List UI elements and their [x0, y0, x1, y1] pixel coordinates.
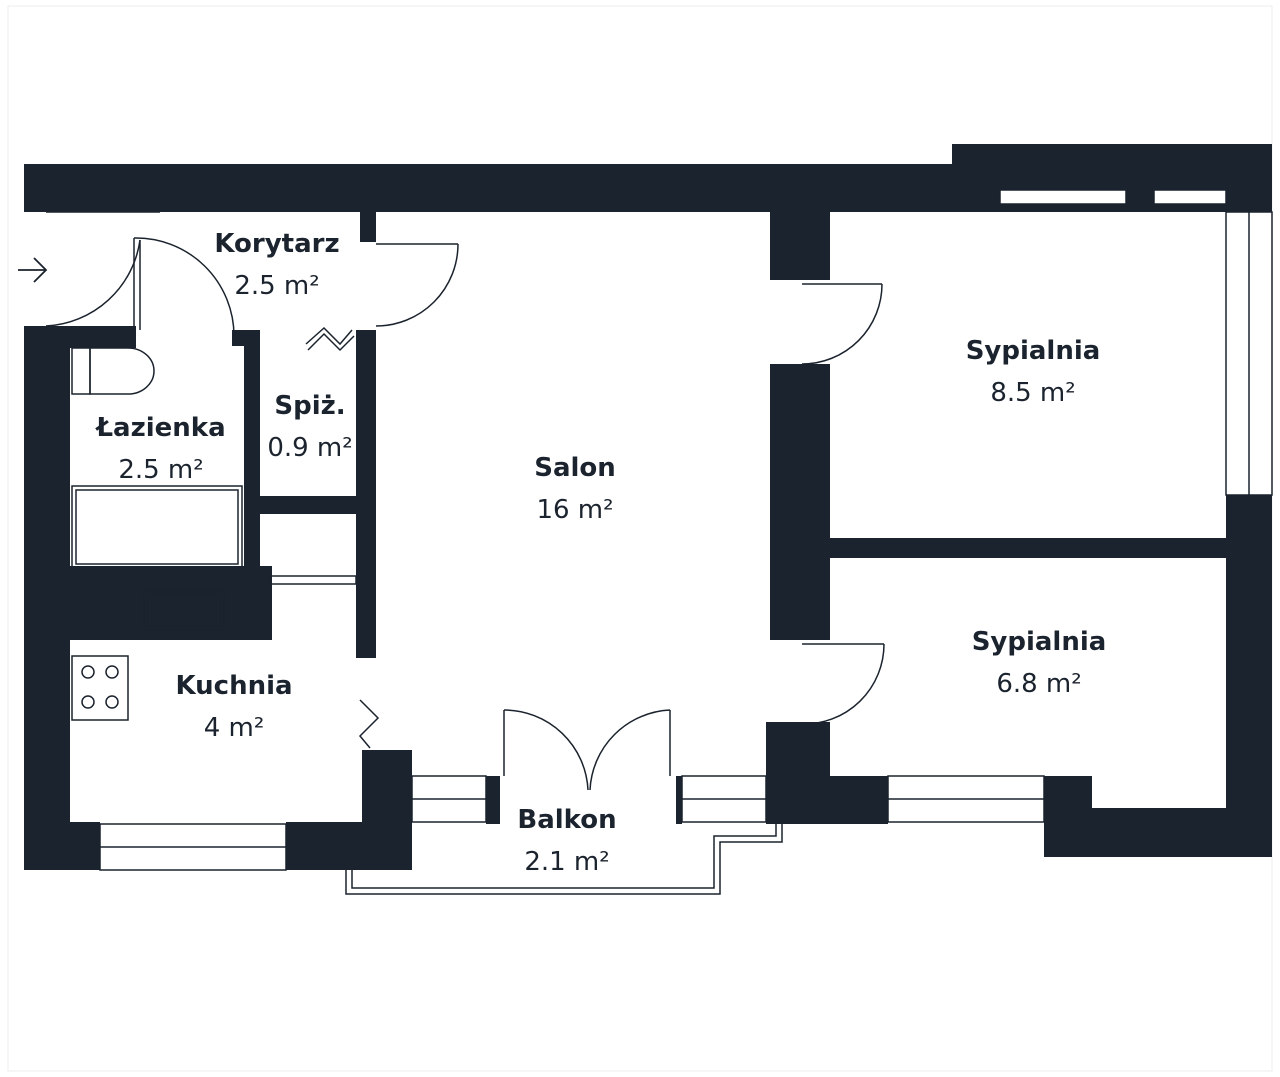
balcony-door-right-swing: [589, 709, 671, 791]
room-name-salon: Salon: [534, 453, 616, 483]
room-area-salon: 16 m²: [536, 495, 613, 525]
wall-salon-right-top: [770, 200, 830, 280]
stove: [71, 655, 129, 721]
wall-left-top: [24, 326, 136, 348]
bathtub: [71, 485, 243, 569]
room-name-kuchnia: Kuchnia: [175, 671, 292, 701]
wall-balcony-right-stub: [676, 776, 682, 824]
wall-balcony-left-pier: [486, 776, 500, 824]
room-area-sypialnia-2: 6.8 m²: [996, 669, 1081, 699]
wall-spiz-bottom: [244, 496, 364, 514]
kitchen-folding-door: [358, 699, 380, 749]
room-area-balkon: 2.1 m²: [524, 847, 609, 877]
wall-lazienka-right: [244, 330, 260, 584]
fixtures: [71, 347, 243, 721]
balcony-door-left-swing: [503, 709, 589, 791]
balcony-outline: [345, 824, 783, 895]
room-name-sypialnia-2: Sypialnia: [972, 627, 1107, 657]
room-name-spiz: Spiż.: [274, 391, 345, 421]
sliding-door: [269, 575, 357, 585]
window-bedroom1-top-b: [1153, 189, 1227, 205]
wall-right: [1226, 495, 1272, 857]
wall-bedroom-bottom-right: [1044, 776, 1092, 824]
kitchen-sink: [143, 589, 225, 631]
pantry-folding-door: [305, 326, 353, 346]
kitchen-sink-inner: [147, 593, 221, 627]
wall-balcony-left-stub: [398, 776, 412, 824]
burner: [105, 695, 119, 709]
burner: [81, 695, 95, 709]
windows: [99, 189, 1273, 871]
bathroom-door-swing: [133, 237, 235, 337]
room-name-korytarz: Korytarz: [214, 229, 339, 259]
room-area-lazienka: 2.5 m²: [118, 455, 203, 485]
room-area-sypialnia-1: 8.5 m²: [990, 378, 1075, 408]
room-name-balkon: Balkon: [517, 805, 616, 835]
wall-kitchen-bottom-left: [24, 822, 100, 870]
toilet-tank: [71, 347, 91, 395]
wall-window-mullion: [1126, 196, 1154, 212]
toilet-bowl: [89, 347, 155, 395]
doors: [45, 211, 885, 791]
bedroom2-door-swing: [801, 643, 885, 725]
bedroom1-door-swing: [801, 283, 883, 365]
burner: [105, 665, 119, 679]
wall-korytarz-stub: [360, 212, 376, 242]
wall-spiz-right: [356, 330, 376, 658]
room-area-spiz: 0.9 m²: [267, 433, 352, 463]
room-labels: Korytarz 2.5 m² Łazienka 2.5 m² Spiż. 0.…: [94, 229, 1106, 877]
salon-door-swing: [375, 243, 459, 327]
window-bedroom1-top-a: [999, 189, 1127, 205]
wall-bedrooms-divider: [830, 538, 1226, 558]
entrance-door-swing: [45, 239, 141, 327]
arrow-right-icon: [18, 257, 48, 283]
burner: [81, 665, 95, 679]
wall-bedroom-bottom: [766, 776, 888, 824]
walls: [24, 144, 1272, 870]
room-area-kuchnia: 4 m²: [204, 713, 265, 743]
room-name-sypialnia-1: Sypialnia: [966, 336, 1101, 366]
bathtub-inner: [75, 489, 239, 565]
room-name-lazienka: Łazienka: [94, 413, 225, 443]
wall-salon-right-mid: [770, 364, 830, 640]
room-area-korytarz: 2.5 m²: [234, 271, 319, 301]
